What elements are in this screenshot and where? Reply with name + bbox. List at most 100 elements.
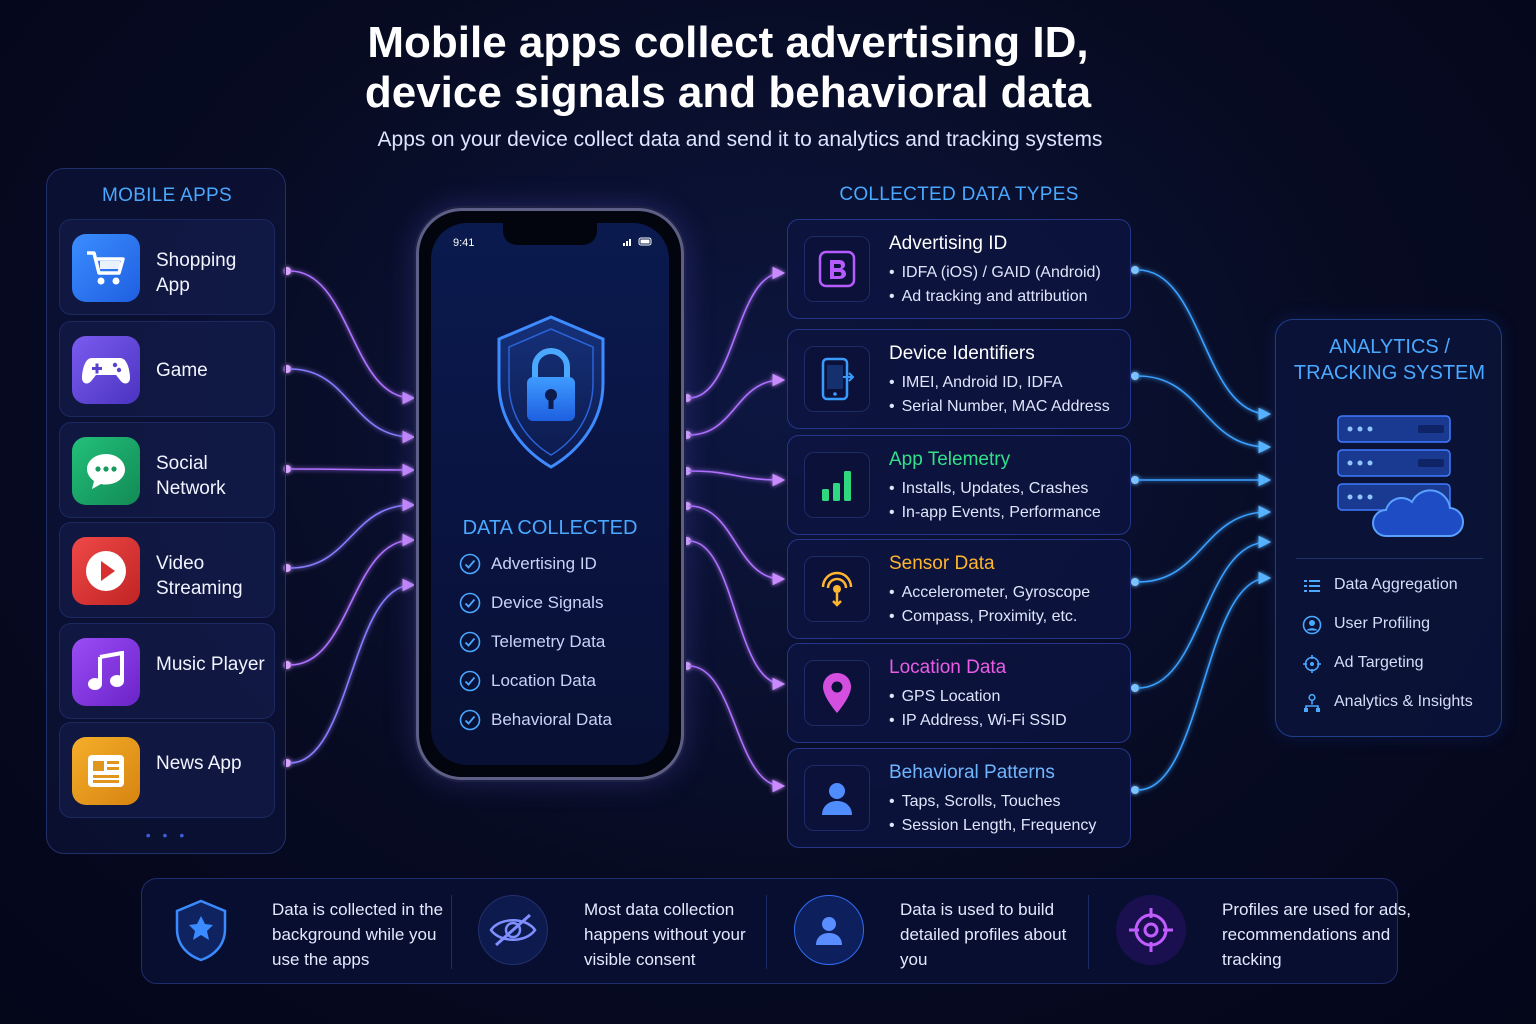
- data-type-app-telemetry[interactable]: App Telemetry Installs, Updates, Crashes…: [787, 435, 1131, 535]
- app-to-phone-line: [289, 463, 416, 477]
- fact-background-collection: Data is collected in the background whil…: [166, 879, 456, 985]
- connector-dot: [1131, 266, 1139, 274]
- divider: [1296, 558, 1483, 559]
- connector-dot: [1131, 476, 1139, 484]
- data-type-title: Location Data: [889, 657, 1007, 678]
- data-type-detail: Compass, Proximity, etc.: [889, 608, 1078, 626]
- app-card-shopping[interactable]: Shopping App: [59, 219, 275, 315]
- type-to-analytics-line: [1137, 535, 1272, 689]
- eye-slash-icon: [478, 895, 548, 965]
- fact-without-consent: Most data collection happens without you…: [478, 879, 778, 985]
- phone-to-type-line: [688, 470, 786, 487]
- data-collected-item: Location Data: [459, 670, 669, 692]
- fact-detailed-profiles: Data is used to build detailed profiles …: [794, 879, 1094, 985]
- data-collected-item: Advertising ID: [459, 553, 669, 575]
- divider: [766, 895, 767, 969]
- phone-to-type-line: [688, 540, 786, 691]
- app-card-music[interactable]: Music Player: [59, 623, 275, 719]
- music-note-icon: [72, 638, 140, 706]
- device-icon: [804, 346, 870, 412]
- connector-dot: [683, 502, 691, 510]
- phone-to-type-line: [688, 665, 786, 793]
- collected-data-types-heading: COLLECTED DATA TYPES: [839, 184, 1079, 205]
- data-type-device-identifiers[interactable]: Device Identifiers IMEI, Android ID, IDF…: [787, 329, 1131, 429]
- app-card-news[interactable]: News App: [59, 722, 275, 818]
- bar-chart-icon: [804, 452, 870, 518]
- analytics-tracking-panel: ANALYTICS / TRACKING SYSTEM Data Aggrega…: [1275, 319, 1502, 737]
- divider: [451, 895, 452, 969]
- analytics-item-analytics-insights: Analytics & Insights: [1302, 692, 1502, 714]
- advertising-id-icon: [804, 236, 870, 302]
- app-label: Shopping App: [156, 250, 237, 296]
- connector-dot: [1131, 684, 1139, 692]
- data-type-detail: Session Length, Frequency: [889, 817, 1097, 835]
- mobile-apps-heading: MOBILE APPS: [101, 185, 233, 206]
- play-icon: [72, 537, 140, 605]
- type-to-analytics-line: [1137, 571, 1272, 791]
- crosshair-icon: [1303, 655, 1321, 673]
- data-type-advertising-id[interactable]: Advertising ID IDFA (iOS) / GAID (Androi…: [787, 219, 1131, 319]
- phone-to-type-line: [688, 266, 786, 399]
- data-type-detail: GPS Location: [889, 688, 1001, 706]
- app-label: Music Player: [156, 654, 265, 675]
- data-type-detail: In-app Events, Performance: [889, 504, 1101, 522]
- connector-dot: [1131, 786, 1139, 794]
- sensor-icon: [804, 556, 870, 622]
- connector-dot: [683, 431, 691, 439]
- data-type-location-data[interactable]: Location Data GPS Location IP Address, W…: [787, 643, 1131, 743]
- location-pin-icon: [804, 660, 870, 726]
- analytics-item-user-profiling: User Profiling: [1302, 614, 1502, 636]
- status-time: 9:41: [453, 237, 475, 249]
- data-type-title: Advertising ID: [889, 233, 1008, 254]
- connector-dot: [683, 662, 691, 670]
- shopping-cart-icon: [72, 234, 140, 302]
- server-cloud-icon: [1336, 412, 1466, 547]
- data-type-title: Device Identifiers: [889, 343, 1035, 364]
- data-type-detail: Ad tracking and attribution: [889, 288, 1088, 306]
- analytics-heading: ANALYTICS / TRACKING SYSTEM: [1293, 336, 1486, 384]
- shield-icon: [166, 895, 236, 965]
- gamepad-icon: [72, 336, 140, 404]
- check-circle-icon: [459, 553, 481, 575]
- app-to-phone-line: [289, 368, 416, 444]
- data-type-detail: IDFA (iOS) / GAID (Android): [889, 264, 1101, 282]
- app-card-social[interactable]: Social Network: [59, 422, 275, 518]
- app-card-video[interactable]: Video Streaming: [59, 522, 275, 618]
- check-circle-icon: [459, 592, 481, 614]
- phone-to-type-line: [688, 505, 786, 586]
- phone-screen: 9:41 DATA COLLECTED Advertising ID: [431, 223, 669, 765]
- user-icon: [794, 895, 864, 965]
- user-icon: [804, 765, 870, 831]
- data-type-detail: Serial Number, MAC Address: [889, 398, 1110, 416]
- data-collected-item: Device Signals: [459, 592, 669, 614]
- connector-dot: [683, 467, 691, 475]
- data-type-title: Behavioral Patterns: [889, 762, 1055, 783]
- app-label: Game: [156, 360, 208, 381]
- app-card-game[interactable]: Game: [59, 321, 275, 417]
- target-icon: [1116, 895, 1186, 965]
- more-apps-indicator: • • •: [145, 827, 189, 843]
- data-collected-item: Behavioral Data: [459, 709, 669, 731]
- data-type-sensor-data[interactable]: Sensor Data Accelerometer, Gyroscope Com…: [787, 539, 1131, 639]
- data-collected-heading: DATA COLLECTED: [462, 517, 638, 539]
- newspaper-icon: [72, 737, 140, 805]
- chat-bubble-icon: [72, 437, 140, 505]
- shield-lock-icon: [491, 313, 611, 473]
- fact-ads-tracking: Profiles are used for ads, recommendatio…: [1116, 879, 1411, 985]
- data-type-behavioral-patterns[interactable]: Behavioral Patterns Taps, Scrolls, Touch…: [787, 748, 1131, 848]
- phone-mockup: 9:41 DATA COLLECTED Advertising ID: [416, 208, 684, 780]
- status-icons: [623, 237, 653, 248]
- check-circle-icon: [459, 631, 481, 653]
- app-to-phone-line: [289, 533, 416, 666]
- check-circle-icon: [459, 709, 481, 731]
- app-to-phone-line: [289, 578, 416, 764]
- analytics-item-ad-targeting: Ad Targeting: [1302, 653, 1502, 675]
- connector-dot: [1131, 372, 1139, 380]
- check-circle-icon: [459, 670, 481, 692]
- type-to-analytics-line: [1137, 269, 1272, 421]
- data-type-detail: Installs, Updates, Crashes: [889, 480, 1089, 498]
- data-type-detail: Accelerometer, Gyroscope: [889, 584, 1091, 602]
- facts-bar: Data is collected in the background whil…: [141, 878, 1411, 985]
- data-type-title: Sensor Data: [889, 553, 995, 574]
